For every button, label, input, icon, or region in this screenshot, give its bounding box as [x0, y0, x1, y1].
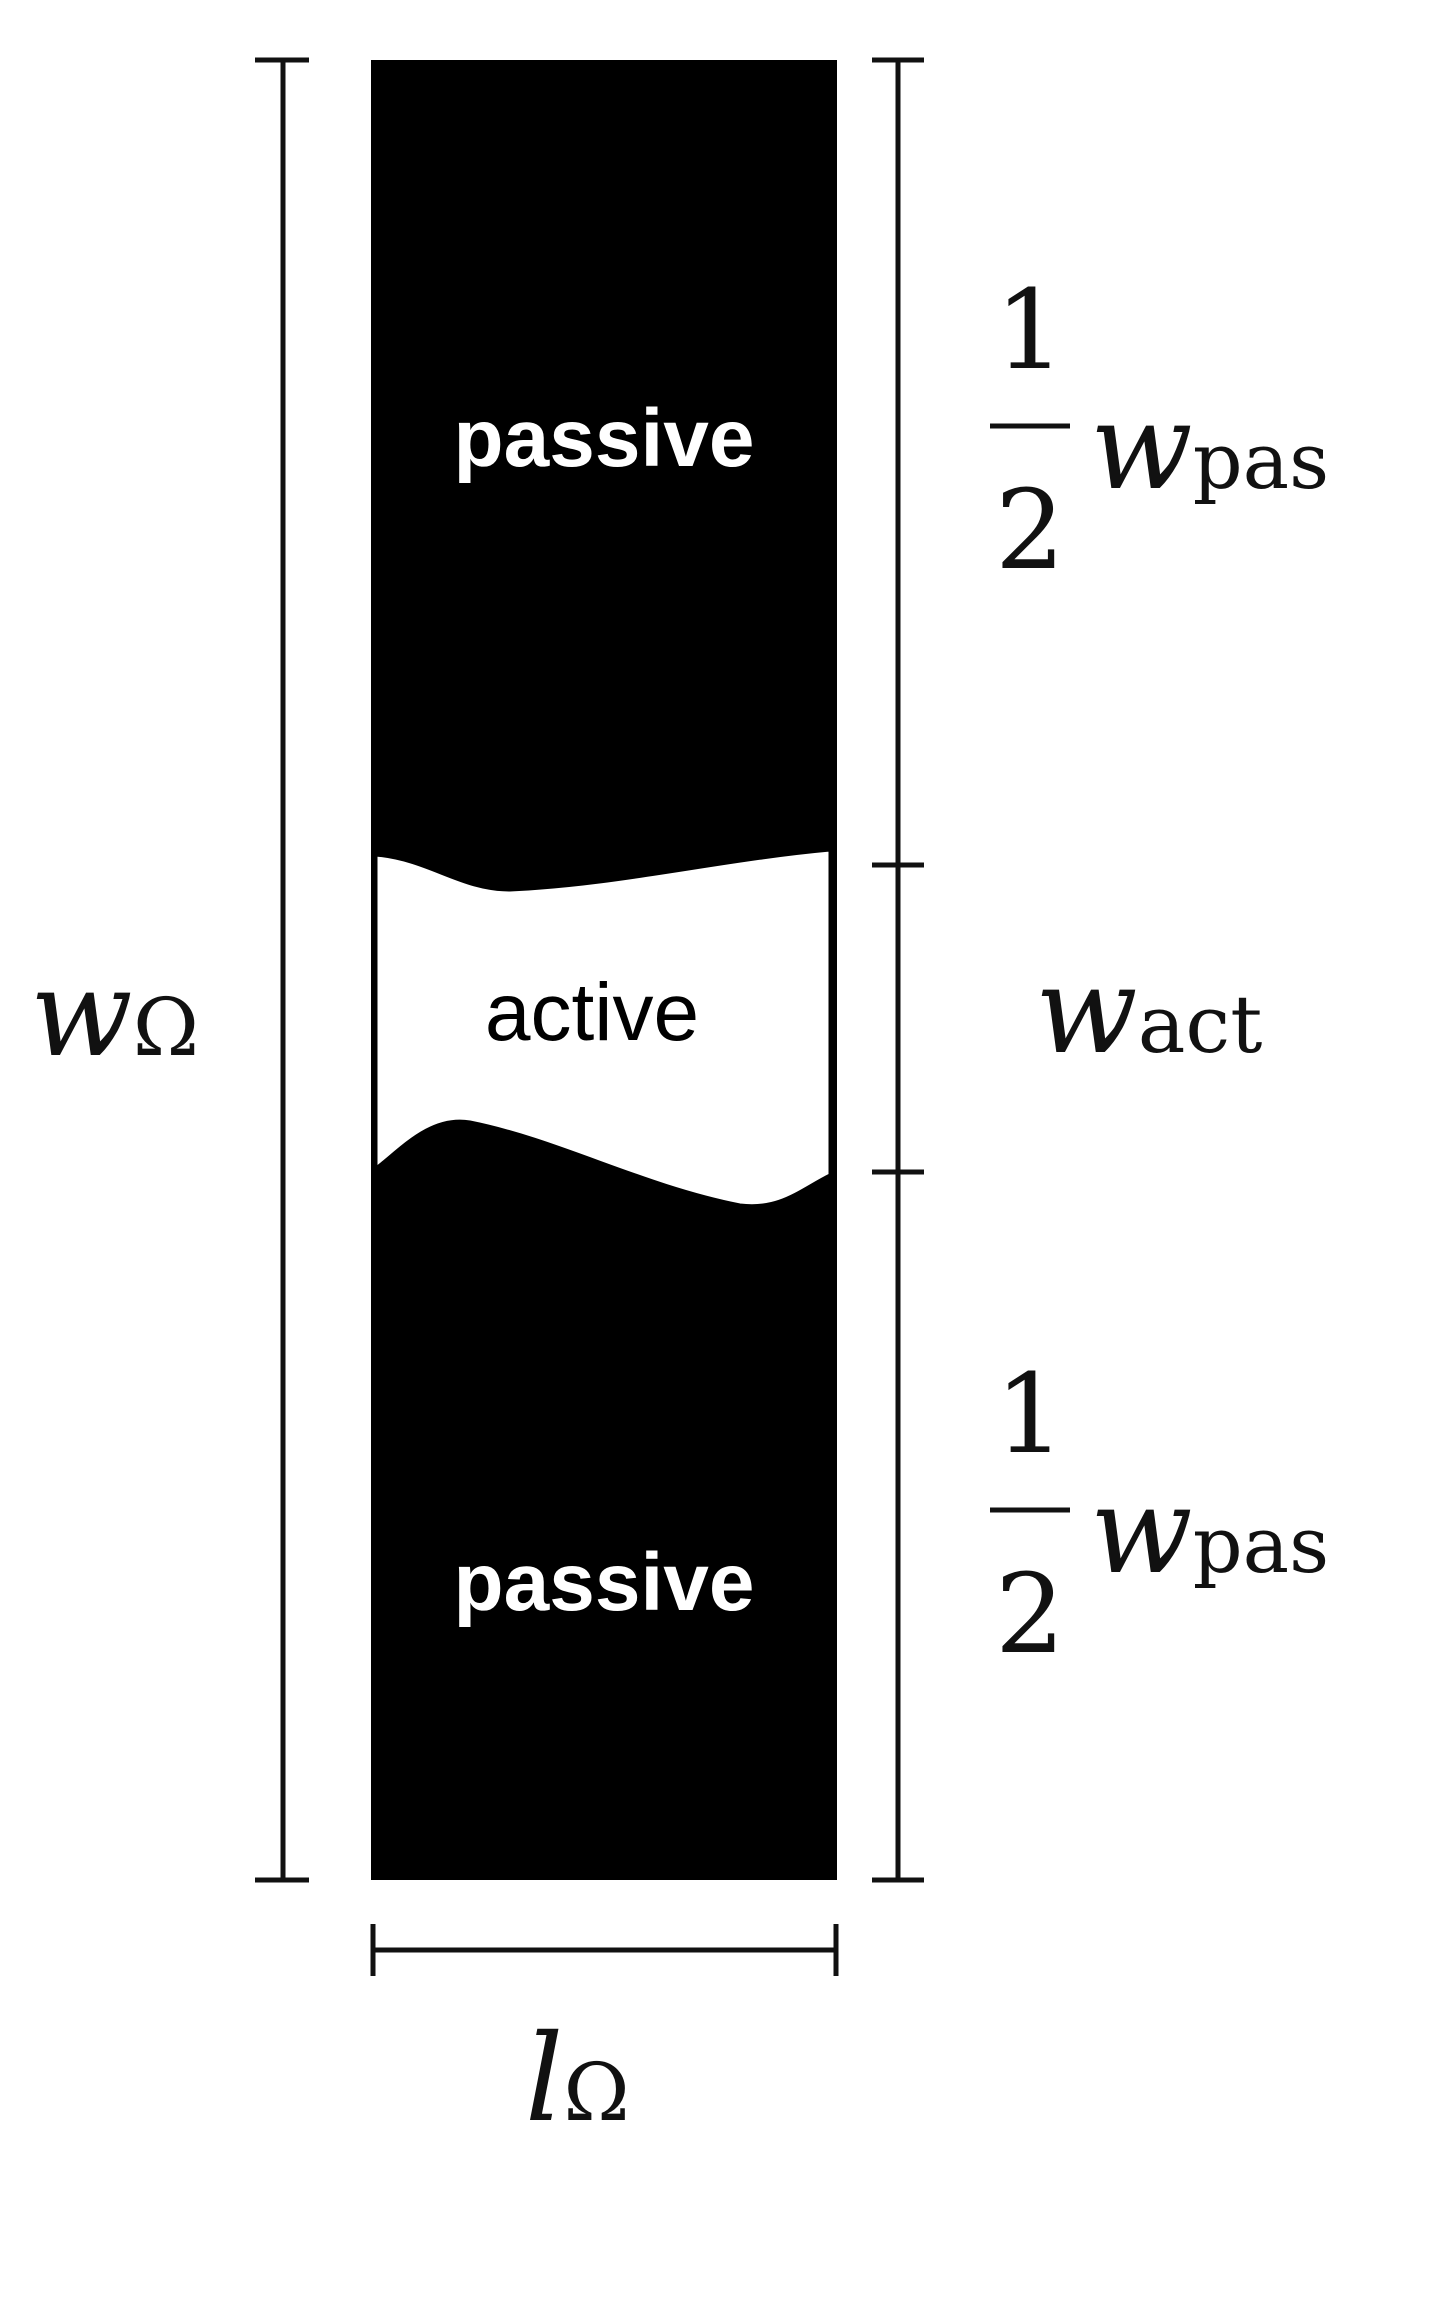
active-region — [374, 848, 832, 1208]
svg-text:2: 2 — [995, 466, 1065, 594]
label-passive-half-bottom: 1 2 wpas — [990, 1350, 1329, 1678]
dimension-bar-right — [872, 57, 924, 1883]
label-passive-bottom: passive — [454, 1537, 755, 1628]
svg-text:1: 1 — [995, 1350, 1065, 1478]
label-active: active — [485, 967, 699, 1058]
svg-text:wpas: wpas — [1090, 1462, 1329, 1601]
label-length: lΩ — [525, 2010, 630, 2149]
dimension-bar-total-width — [255, 57, 309, 1883]
dimension-bar-length — [370, 1924, 839, 1976]
svg-text:2: 2 — [995, 1550, 1065, 1678]
svg-text:1: 1 — [995, 266, 1065, 394]
svg-text:wpas: wpas — [1090, 378, 1329, 517]
label-passive-half-top: 1 2 wpas — [990, 266, 1329, 594]
label-active-width: wact — [1035, 942, 1262, 1081]
label-total-width: wΩ — [30, 945, 199, 1084]
label-passive-top: passive — [454, 393, 755, 484]
